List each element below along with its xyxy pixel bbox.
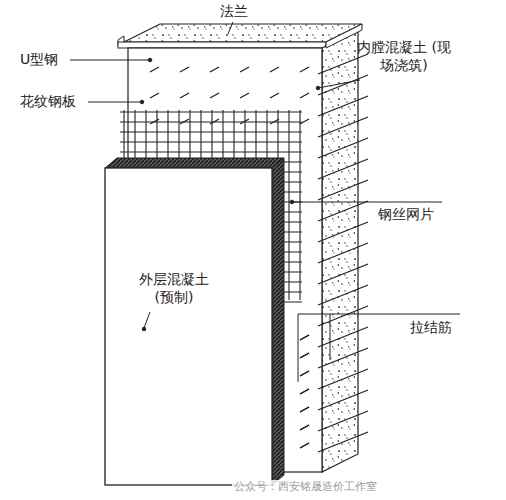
flange-top xyxy=(124,24,362,42)
part-label: U型钢 xyxy=(20,50,58,68)
tie-bar xyxy=(300,335,309,340)
tie-bar xyxy=(150,67,159,72)
tie-bar xyxy=(300,119,309,124)
part-label: 花纹钢板 xyxy=(20,92,76,110)
tie-bar xyxy=(180,93,189,98)
tie-bar xyxy=(300,389,309,394)
mesh-wire xyxy=(120,131,302,132)
tie-bar xyxy=(318,432,368,452)
tie-bar xyxy=(300,93,309,98)
tie-bar xyxy=(318,243,368,263)
tie-bar xyxy=(318,75,368,95)
panel-side-plate xyxy=(272,158,284,485)
tie-bar xyxy=(210,93,219,98)
tie-bar xyxy=(300,389,309,394)
tie-bar xyxy=(270,93,279,98)
leader-line xyxy=(298,314,299,382)
leader-line xyxy=(88,102,142,103)
part-label: 拉结筋 xyxy=(410,318,452,336)
tie-bar xyxy=(318,264,368,284)
tie-bar xyxy=(318,411,368,431)
tie-bar xyxy=(240,67,249,72)
leader-line xyxy=(298,314,460,315)
leader-line xyxy=(144,312,150,328)
leader-line xyxy=(318,80,360,88)
tie-bar xyxy=(318,222,368,242)
mesh-wire xyxy=(120,111,302,112)
tie-bar xyxy=(318,54,368,74)
tie-bar xyxy=(300,371,309,376)
tie-bar xyxy=(318,348,368,368)
watermark: 公众号：西安铭晟造价工作室 xyxy=(232,480,379,494)
tie-bar xyxy=(318,369,368,389)
tie-bar xyxy=(318,327,368,347)
tie-bar xyxy=(150,93,159,98)
tie-bar xyxy=(318,390,368,410)
part-label: 外层混凝土 (预制) xyxy=(132,270,216,306)
tie-bar xyxy=(210,119,219,124)
tie-bar xyxy=(300,371,309,376)
part-label: 法兰 xyxy=(220,2,248,20)
tie-bar xyxy=(318,96,368,116)
flange-lip xyxy=(118,42,326,48)
leader-dot xyxy=(316,86,320,90)
tie-bar xyxy=(180,67,189,72)
leader-dot xyxy=(290,200,294,204)
tie-bar xyxy=(210,67,219,72)
tie-bar xyxy=(318,306,368,326)
tie-bar xyxy=(270,119,279,124)
tie-bar xyxy=(150,119,159,124)
part-label: 内膛混凝土 (现场浇筑) xyxy=(356,38,452,74)
leader-line xyxy=(228,22,233,34)
leader-dot xyxy=(148,58,152,62)
part-label: 钢丝网片 xyxy=(378,205,434,223)
leader-line xyxy=(70,60,150,61)
tie-bar xyxy=(300,335,309,340)
tie-bar xyxy=(318,285,368,305)
tie-bar xyxy=(300,407,309,412)
tie-bar xyxy=(300,407,309,412)
tie-bar xyxy=(300,443,309,448)
leader-dot xyxy=(140,100,144,104)
tie-bar xyxy=(318,201,368,221)
tie-bar xyxy=(318,159,368,179)
tie-bar xyxy=(300,443,309,448)
mesh-wire xyxy=(120,141,302,142)
leader-line xyxy=(330,314,331,360)
tie-bar xyxy=(300,353,309,358)
tie-bar xyxy=(318,117,368,137)
mesh-wire xyxy=(120,151,302,152)
tie-bar xyxy=(318,138,368,158)
tie-bar xyxy=(240,119,249,124)
tie-bar xyxy=(300,67,309,72)
panel-top-plate xyxy=(105,158,284,168)
tie-bar xyxy=(270,67,279,72)
outer-panel-face xyxy=(105,168,272,485)
tie-bar xyxy=(240,93,249,98)
flange-side xyxy=(326,24,362,48)
leader-dot xyxy=(142,327,146,331)
tie-bar xyxy=(180,119,189,124)
tie-bar xyxy=(300,425,309,430)
leader-line xyxy=(292,202,442,203)
tie-bar xyxy=(318,180,368,200)
tie-bar xyxy=(300,425,309,430)
tie-bar xyxy=(300,353,309,358)
